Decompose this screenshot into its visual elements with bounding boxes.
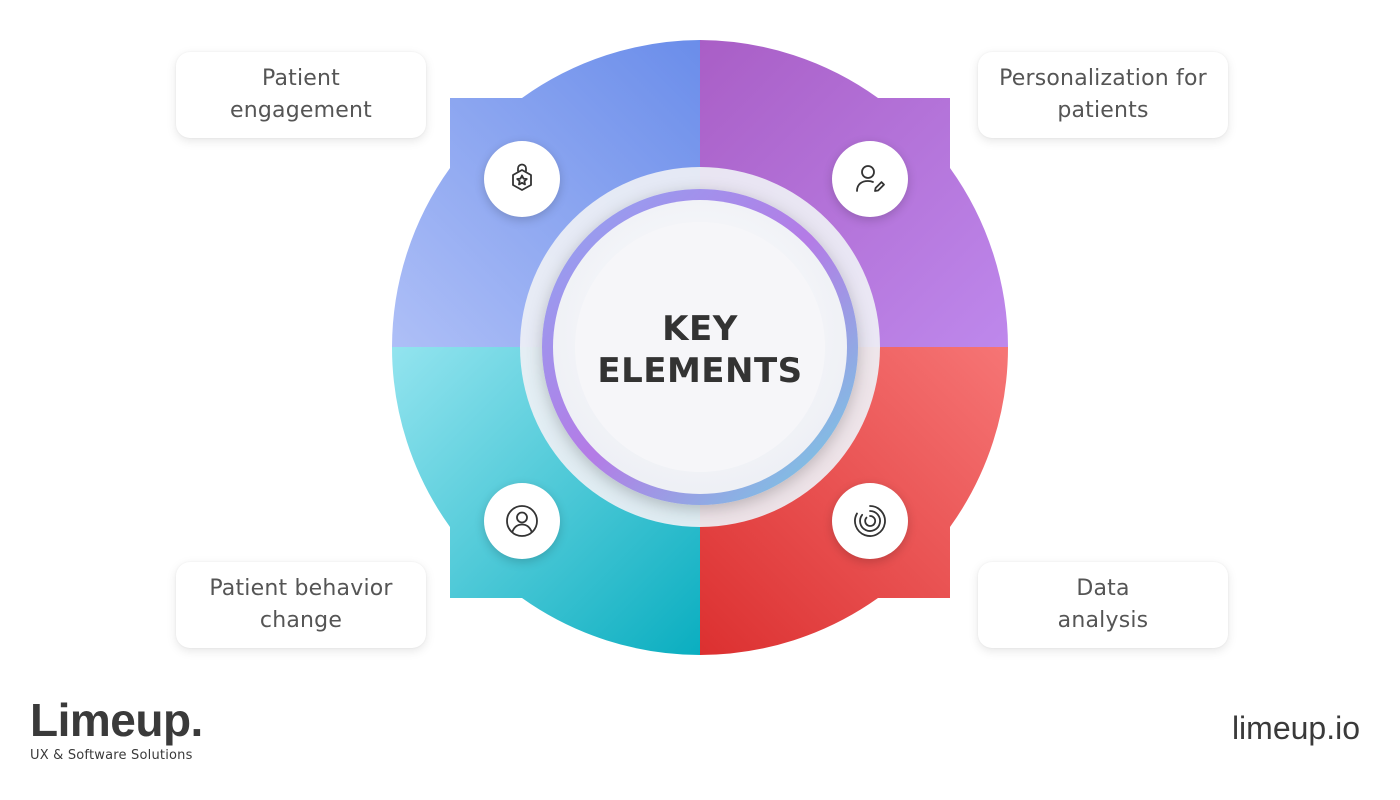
label-text: Patient engagement: [230, 66, 372, 123]
center-title: KEY ELEMENTS: [560, 300, 840, 400]
logo-tagline: UX & Software Solutions: [30, 748, 193, 763]
shield-star-icon: [484, 141, 560, 217]
label-text: Personalization for patients: [999, 66, 1207, 123]
label-card-behavior-change: Patient behavior change: [176, 562, 426, 648]
label-card-data-analysis: Data analysis: [978, 562, 1228, 648]
center-disc-highlight: [575, 222, 825, 472]
user-circle-icon: [484, 483, 560, 559]
label-text: Data analysis: [1057, 576, 1149, 633]
spiral-icon: [832, 483, 908, 559]
site-url[interactable]: limeup.io: [1231, 710, 1360, 746]
logo-wordmark: Limeup.: [30, 694, 203, 746]
label-text: Patient behavior change: [209, 576, 393, 633]
label-card-patient-engagement: Patient engagement: [176, 52, 426, 138]
user-edit-icon: [832, 141, 908, 217]
limeup-logo: Limeup. UX & Software Solutions: [30, 694, 203, 763]
center-title-text: KEY ELEMENTS: [597, 309, 803, 391]
label-card-personalization: Personalization for patients: [978, 52, 1228, 138]
